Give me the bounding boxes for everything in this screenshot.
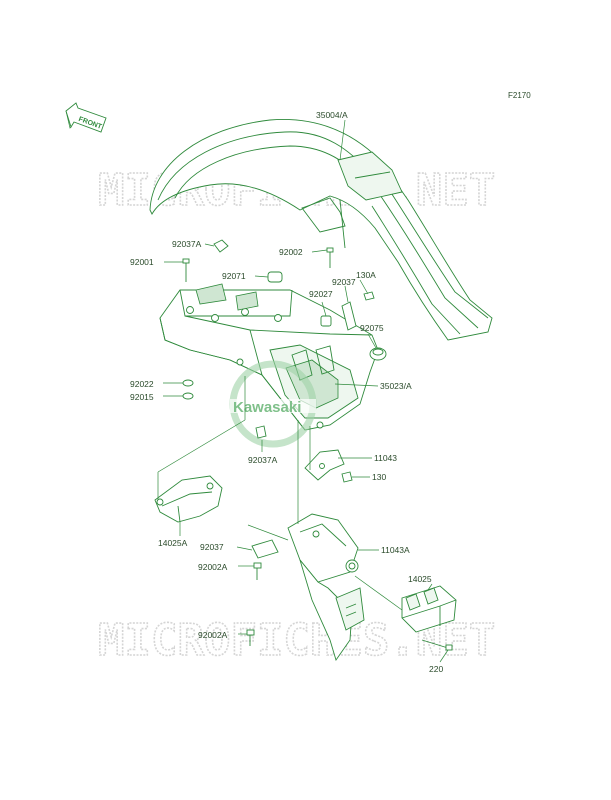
label-92001: 92001 [130, 257, 154, 267]
label-92002: 92002 [279, 247, 303, 257]
label-220: 220 [429, 664, 443, 674]
label-92002A-1: 92002A [198, 562, 228, 572]
label-92022: 92022 [130, 379, 154, 389]
kawasaki-logo-icon: Kawasaki [229, 360, 317, 448]
hardware [182, 239, 387, 483]
kawasaki-brand-text: Kawasaki [233, 399, 301, 416]
label-14025: 14025 [408, 574, 432, 584]
label-92027: 92027 [309, 289, 333, 299]
diagram-id: F2170 [508, 91, 531, 100]
front-direction-arrow-icon: FRONT [65, 102, 107, 133]
label-92071: 92071 [222, 271, 246, 281]
license-bracket-11043A [287, 513, 365, 662]
label-35004A: 35004/A [316, 110, 348, 120]
rear-fender-35004A [149, 119, 493, 341]
label-92037-top: 92037 [332, 277, 356, 287]
rubber-block-14025 [401, 585, 457, 633]
label-92037A-top: 92037A [172, 239, 202, 249]
lower-hardware [246, 539, 453, 651]
label-130A: 130A [356, 270, 376, 280]
label-14025A: 14025A [158, 538, 188, 548]
label-92075: 92075 [360, 323, 384, 333]
label-35023A: 35023/A [380, 381, 412, 391]
label-11043A: 11043A [381, 545, 410, 555]
label-130: 130 [372, 472, 386, 482]
label-92037A-mid: 92037A [248, 455, 278, 465]
side-bracket-14025A [154, 475, 223, 523]
label-92015: 92015 [130, 392, 154, 402]
label-92037-low: 92037 [200, 542, 224, 552]
part-labels: 35004/A 92037A 92001 92002 92071 130A 92… [130, 110, 443, 674]
label-92002A-2: 92002A [198, 630, 228, 640]
label-11043: 11043 [374, 453, 397, 463]
leader-lines [157, 119, 449, 663]
